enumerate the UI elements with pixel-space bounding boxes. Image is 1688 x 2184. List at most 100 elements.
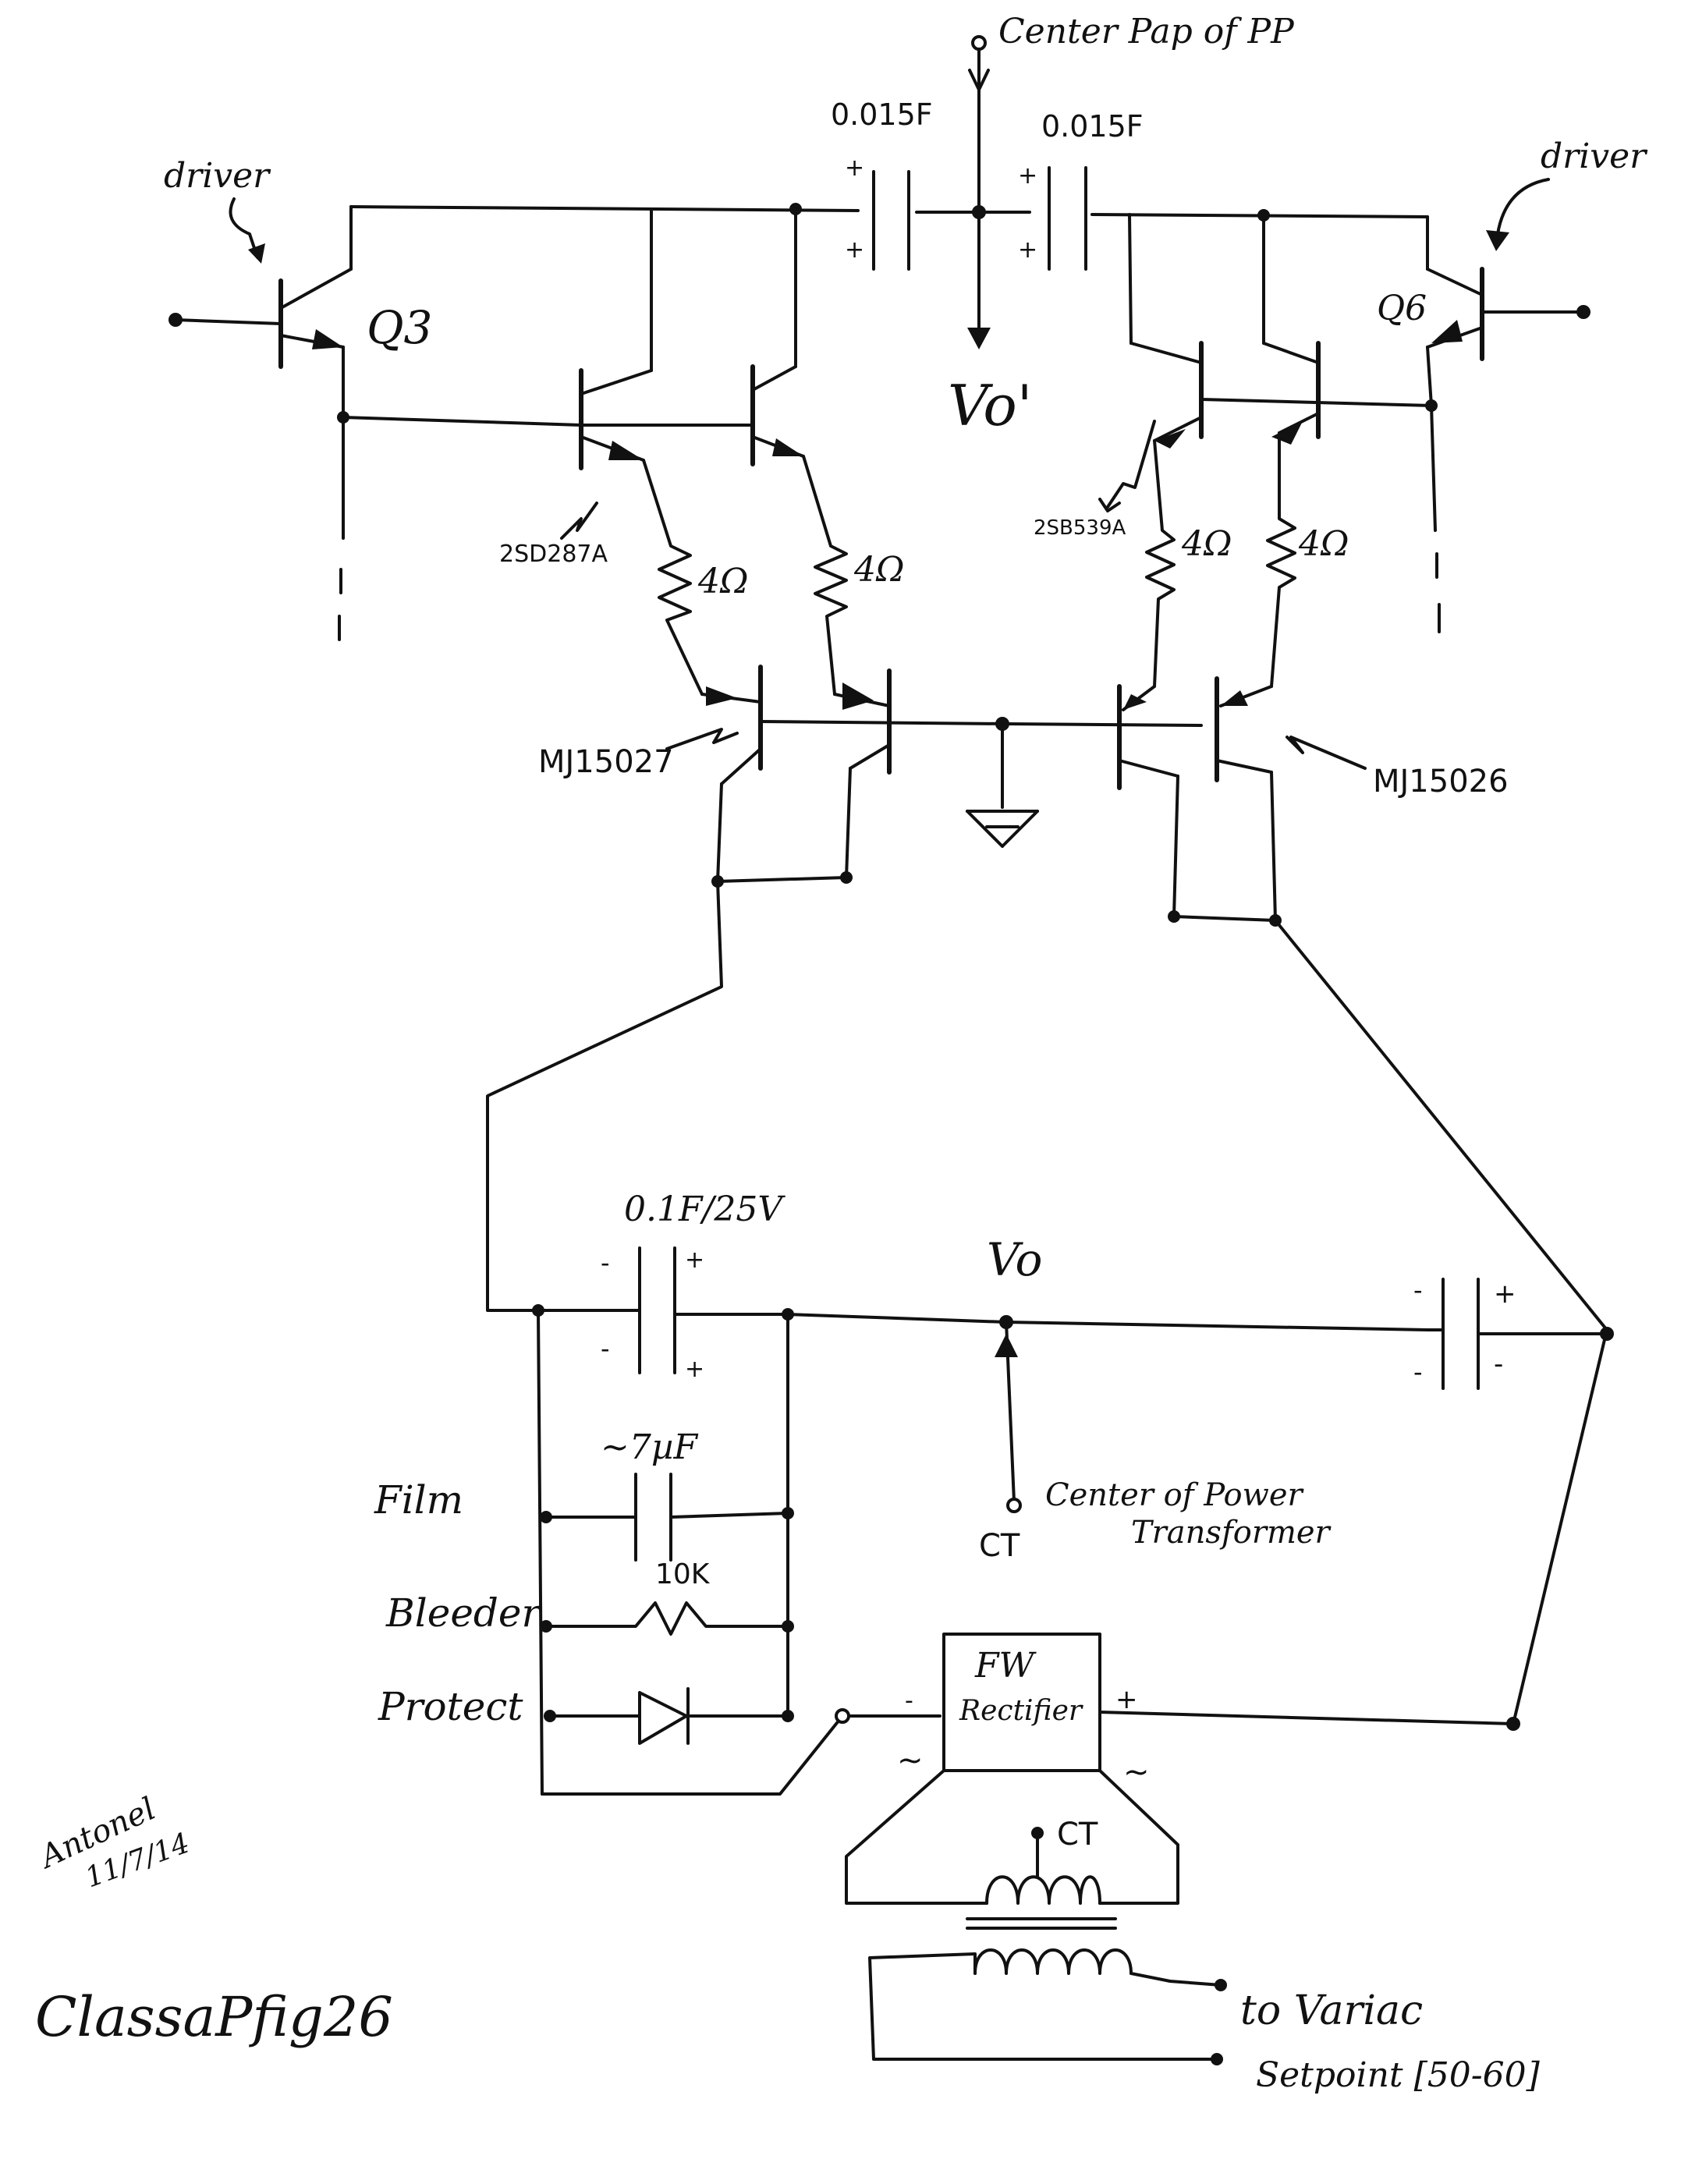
vo-label: Vo: [987, 1233, 1042, 1286]
variac-terminal-1: [1215, 1979, 1227, 1991]
output-npn-node-right: [840, 871, 853, 884]
output-pnp-collector-left: [1172, 775, 1179, 918]
xfmr-ct-label: CT: [1057, 1817, 1098, 1852]
bleeder-node-right: [782, 1620, 794, 1633]
driver-left-pointer: [229, 197, 259, 259]
q6-emitter-wire: [1426, 346, 1433, 407]
resistor-r4-label: 4Ω: [1298, 524, 1349, 564]
main-cap-value: 0.1F/25V: [624, 1190, 785, 1229]
output-npn-collector-left: [716, 782, 723, 883]
top-cap-left-plus2: +: [845, 236, 864, 264]
output-base-junction-dot: [995, 717, 1009, 731]
center-tap-label: Center Pap of PP: [998, 12, 1295, 51]
bottom-right-top-dot: [782, 1308, 794, 1321]
output-pnp-node-left: [1168, 910, 1180, 923]
fw-rectifier-box: [942, 1633, 1101, 1772]
primary-top-wire: [868, 1952, 1218, 2061]
ct-node-line-2: Transformer: [1131, 1515, 1332, 1551]
film-cap-value: ~7µF: [601, 1427, 698, 1467]
main-cap-plus-2: +: [685, 1356, 704, 1383]
right-supply-wire: [1274, 919, 1608, 1331]
xfmr-secondary-right-wire: [1098, 1769, 1179, 1905]
q6-base-terminal: [1576, 305, 1590, 319]
bottom-return-wire: [541, 1714, 942, 1796]
output-npn-label: MJ15027: [538, 744, 674, 780]
vo-bus: [673, 1313, 1429, 1331]
top-bus-left: [349, 205, 860, 212]
top-cap-right-plus: +: [1018, 162, 1037, 190]
film-node-left: [540, 1511, 552, 1523]
rectifier-line-2: Rectifier: [959, 1695, 1083, 1727]
left-rail-dashes: [338, 568, 342, 641]
vo-to-ct-wire: [1005, 1321, 1016, 1503]
right-return-wire: [1512, 1328, 1608, 1725]
protect-diode: [638, 1687, 690, 1745]
film-label: Film: [374, 1477, 463, 1523]
top-cap-left: [872, 170, 910, 271]
right-cap-minus-1: -: [1413, 1275, 1423, 1305]
driver-npn-2: [750, 207, 805, 466]
top-cap-left-value: 0.015F: [831, 98, 933, 132]
top-cap-right: [1048, 166, 1087, 271]
output-npn-1: [700, 665, 763, 785]
bleeder-node-left: [540, 1620, 552, 1633]
ct-terminal: [1006, 1498, 1022, 1513]
center-tap-arrow-icon: [968, 69, 990, 91]
resistor-r3: [1145, 439, 1176, 688]
vo-prime-arrow-icon: [967, 328, 991, 349]
top-cap-left-plus: +: [845, 154, 864, 182]
right-rail-wire: [1430, 404, 1437, 532]
bottom-left-rail: [537, 1309, 544, 1796]
transformer-core: [966, 1917, 1117, 1930]
center-junction-dot: [972, 205, 986, 219]
resistor-r1-label: 4Ω: [697, 562, 748, 601]
output-pnp-label: MJ15026: [1373, 764, 1509, 800]
rectifier-plus-wire: [1098, 1711, 1515, 1725]
driver-pnp-pointer: [1106, 420, 1156, 509]
right-cap-plus: +: [1494, 1278, 1516, 1310]
variac-line-2: Setpoint [50-60]: [1256, 2055, 1541, 2095]
output-base-bus: [759, 720, 1203, 727]
driver-pnp-label: 2SB539A: [1034, 516, 1126, 540]
rectifier-plus-sign: +: [1115, 1684, 1138, 1715]
q3-base-terminal: [168, 313, 183, 327]
film-capacitor: [634, 1473, 672, 1562]
q6-transistor: [1426, 267, 1585, 361]
protect-node-left: [544, 1710, 556, 1722]
driver-pnp-pointer-head: [1098, 498, 1121, 512]
rectifier-minus-terminal: [835, 1708, 850, 1724]
ct-node-label: Center of Power Transformer: [1045, 1477, 1332, 1551]
q6-label: Q6: [1377, 289, 1427, 328]
ct-node-line-1: Center of Power: [1045, 1477, 1305, 1513]
driver-right-pointer: [1496, 178, 1550, 236]
right-cap-wire: [1426, 1328, 1608, 1335]
protect-label: Protect: [378, 1684, 523, 1729]
bottom-left-top-dot: [532, 1304, 544, 1317]
film-cap-wire-right: [669, 1512, 789, 1519]
driver-right-arrow-icon: [1486, 230, 1509, 251]
bleeder-value: 10K: [655, 1558, 711, 1590]
primary-right-wire: [1129, 1972, 1222, 1987]
resistor-r3-label: 4Ω: [1181, 524, 1232, 564]
transformer-primary-coil: [973, 1948, 1133, 1975]
protect-node-right: [782, 1710, 794, 1722]
rectifier-plus-node: [1506, 1717, 1520, 1731]
main-cap-minus-1: -: [601, 1248, 610, 1278]
output-pnp-collector-bus: [1172, 915, 1277, 922]
bleeder-resistor: [544, 1601, 789, 1636]
vo-prime-label: Vo': [948, 373, 1033, 438]
main-cap-plus-1: +: [685, 1246, 704, 1274]
center-tap-terminal: [971, 35, 987, 51]
right-cap-minus-3: -: [1494, 1349, 1503, 1380]
right-rail-dashes: [1435, 552, 1441, 633]
right-cap-node: [1600, 1327, 1614, 1341]
output-pnp-1: [1117, 684, 1179, 790]
driver-left-arrow-icon: [248, 243, 265, 264]
driver-pnp-2: [1262, 214, 1321, 445]
output-npn-collector-right: [845, 767, 852, 879]
rectifier-ac-left: ~: [897, 1743, 924, 1778]
q3-transistor: [174, 268, 353, 369]
driver-pnp-1: [1128, 213, 1204, 448]
rectifier-line-1: FW: [974, 1646, 1037, 1686]
